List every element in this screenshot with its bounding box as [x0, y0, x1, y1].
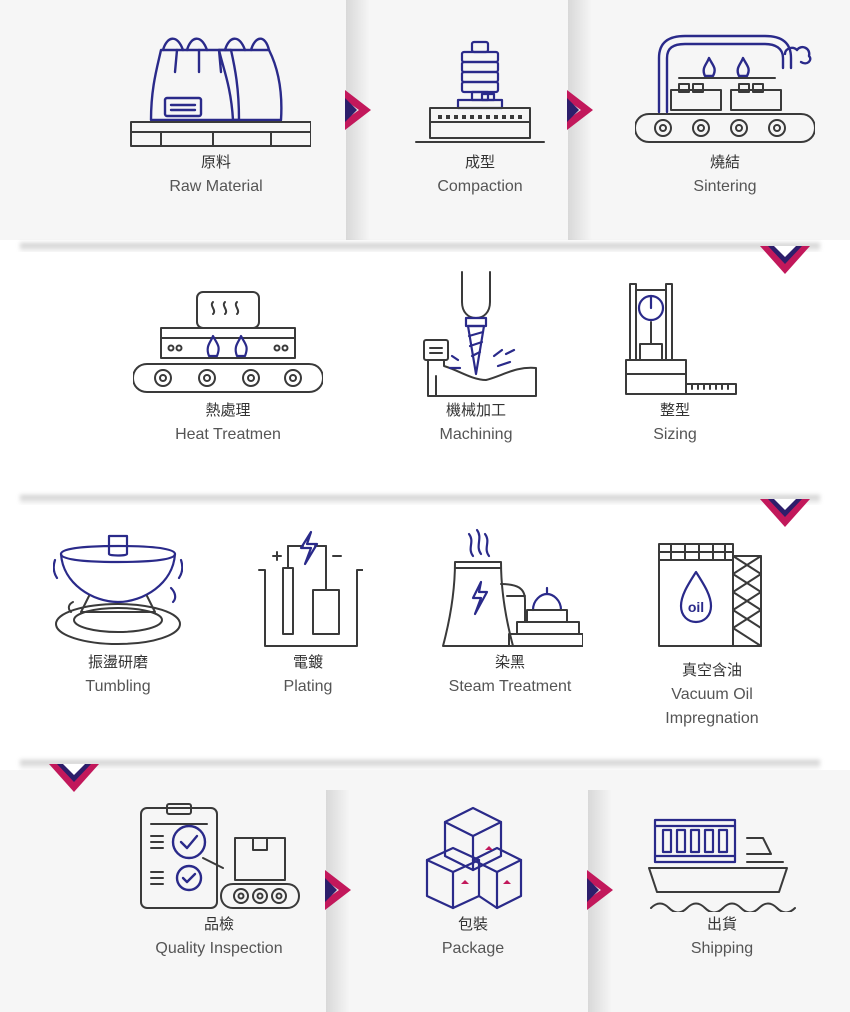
step-zh-label: 熱處理 [205, 402, 251, 419]
step-zh-label: 成型 [464, 154, 495, 171]
step-en-label: Raw Material [169, 178, 263, 195]
step-en-label: Tumbling [85, 678, 151, 695]
step-zh-label: 電鍍 [292, 654, 323, 671]
row-divider-2 [20, 495, 820, 505]
step-zh-label: 品檢 [203, 916, 234, 933]
step-en-label: Steam Treatment [448, 678, 572, 695]
step-zh-label: 染黑 [494, 654, 525, 671]
step-zh-label: 包裝 [457, 916, 488, 933]
heat-treatment-conveyor-icon [133, 291, 323, 393]
step-sintering: 燒結 Sintering [630, 28, 820, 199]
step-en-label: Sizing [653, 426, 697, 443]
svg-text:oil: oil [688, 599, 704, 615]
tumbling-bowl-icon [53, 534, 183, 645]
step-zh-label: 振盪研磨 [87, 654, 148, 671]
step-en-label: Plating [283, 678, 333, 695]
plating-tank-icon [258, 530, 363, 647]
step-zh-label: 燒結 [709, 154, 740, 171]
steam-tower-icon [442, 528, 583, 647]
sizing-press-icon [625, 283, 737, 395]
down-arrow-icon [760, 499, 810, 527]
step-heat-treatment: 熱處理 Heat Treatmen [130, 288, 326, 447]
machining-drill-icon [423, 271, 537, 397]
row-divider-1 [20, 243, 820, 253]
next-arrow-icon [567, 90, 593, 130]
step-vacuum-oil: oil 真空含油 Vacuum Oil Impregnation [638, 540, 786, 731]
row-band-2 [0, 252, 850, 492]
step-en-label: Compaction [437, 178, 523, 195]
step-shipping: 出貨 Shipping [640, 818, 804, 961]
step-machining: 機械加工 Machining [398, 270, 554, 447]
oil-tank-icon: oil [658, 543, 762, 647]
down-arrow-icon [760, 246, 810, 274]
step-en-label: Quality Inspection [155, 940, 283, 957]
step-en-label: Sintering [693, 178, 757, 195]
step-sizing: 整型 Sizing [598, 282, 752, 447]
step-compaction: 成型 Compaction [400, 40, 560, 199]
step-en-label: Package [441, 940, 505, 957]
next-arrow-icon [345, 90, 371, 130]
step-tumbling: 振盪研磨 Tumbling [48, 530, 188, 699]
step-en-label: Shipping [690, 940, 754, 957]
step-zh-label: 出貨 [706, 916, 737, 933]
step-steam-treatment: 染黑 Steam Treatment [430, 526, 590, 699]
compaction-press-icon [415, 40, 545, 143]
row-band-1 [0, 0, 850, 240]
step-zh-label: 整型 [659, 402, 690, 419]
down-arrow-icon [49, 764, 99, 792]
next-arrow-icon [325, 870, 351, 910]
step-plating: 電鍍 Plating [248, 530, 368, 699]
row-divider-3 [20, 760, 820, 770]
step-zh-label: 真空含油 [681, 662, 742, 679]
step-quality-inspection: 品檢 Quality Inspection [134, 802, 304, 961]
step-en-label: Vacuum Oil Impregnation [665, 686, 759, 727]
package-boxes-icon [425, 806, 523, 910]
quality-clipboard-icon [140, 803, 300, 909]
sintering-furnace-icon [635, 34, 815, 143]
step-en-label: Machining [439, 426, 513, 443]
step-raw-material: 原料 Raw Material [116, 28, 316, 199]
step-zh-label: 原料 [200, 154, 231, 171]
cargo-ship-icon [648, 818, 796, 912]
raw-material-bags-icon [130, 37, 311, 147]
step-package: 包裝 Package [410, 804, 536, 961]
step-en-label: Heat Treatmen [175, 426, 281, 443]
next-arrow-icon [587, 870, 613, 910]
step-zh-label: 機械加工 [445, 402, 506, 419]
